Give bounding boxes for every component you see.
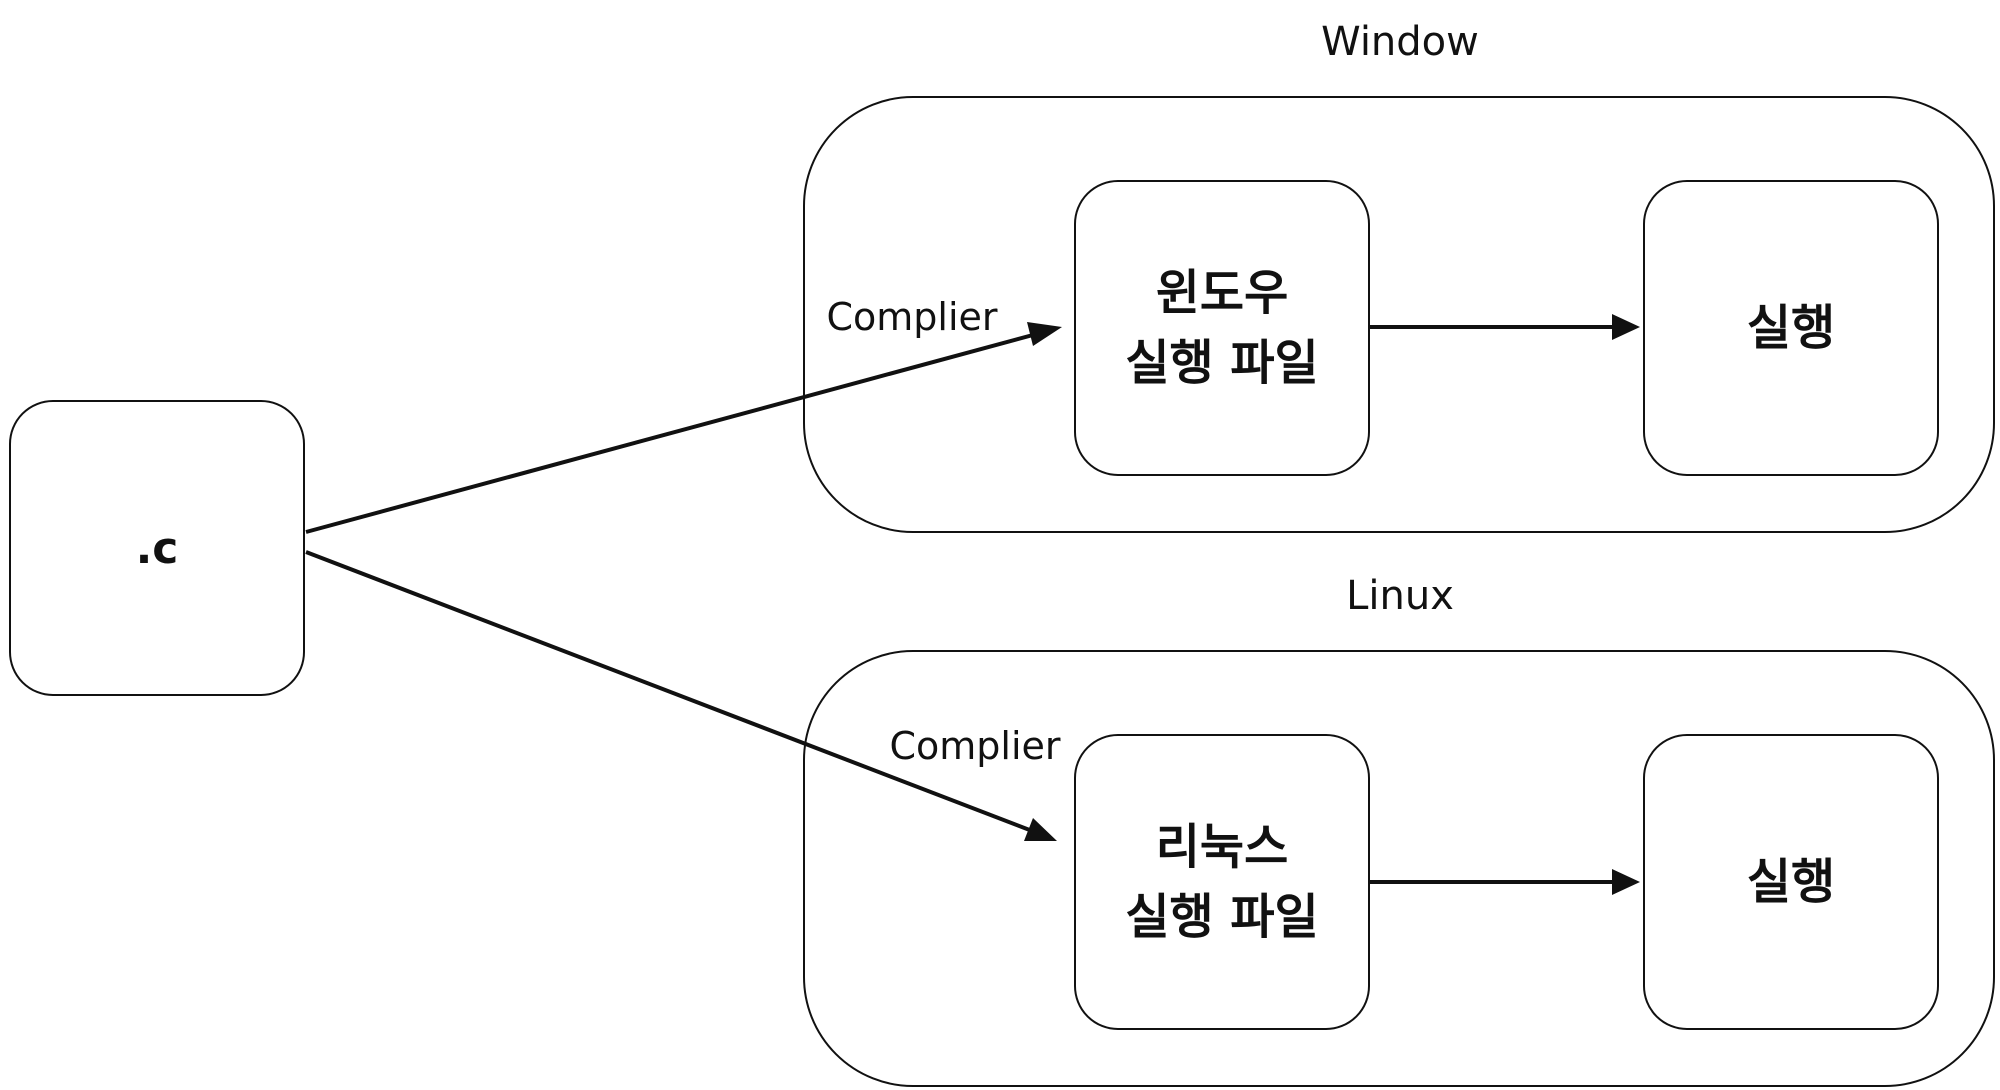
linux-executable-line1: 리눅스 bbox=[1155, 819, 1289, 875]
arrowhead-icon bbox=[1612, 869, 1640, 895]
linux-executable-node: 리눅스 실행 파일 bbox=[1074, 734, 1370, 1030]
edge-linux-exe-to-run bbox=[1370, 869, 1640, 895]
window-executable-line2: 실행 파일 bbox=[1125, 335, 1319, 391]
arrowhead-icon bbox=[1612, 314, 1640, 340]
window-group bbox=[803, 96, 1995, 533]
window-compile-label: Complier bbox=[822, 295, 1002, 339]
window-executable-line1: 윈도우 bbox=[1155, 265, 1289, 321]
linux-group bbox=[803, 650, 1995, 1087]
window-executable-node: 윈도우 실행 파일 bbox=[1074, 180, 1370, 476]
edge-source-to-linux-exe bbox=[305, 550, 1057, 841]
edge-window-exe-to-run bbox=[1370, 314, 1640, 340]
linux-compile-label: Complier bbox=[885, 724, 1065, 768]
window-group-title: Window bbox=[1321, 19, 1479, 65]
window-run-node: 실행 bbox=[1643, 180, 1939, 476]
linux-run-label: 실행 bbox=[1746, 854, 1836, 910]
arrowhead-icon bbox=[1024, 818, 1057, 841]
linux-group-title: Linux bbox=[1346, 573, 1454, 619]
source-file-node: .c bbox=[9, 400, 305, 696]
linux-executable-line2: 실행 파일 bbox=[1125, 889, 1319, 945]
linux-run-node: 실행 bbox=[1643, 734, 1939, 1030]
source-file-label: .c bbox=[135, 522, 179, 574]
edge-source-to-window-exe bbox=[305, 322, 1062, 534]
arrowhead-icon bbox=[1027, 322, 1062, 346]
window-run-label: 실행 bbox=[1746, 300, 1836, 356]
